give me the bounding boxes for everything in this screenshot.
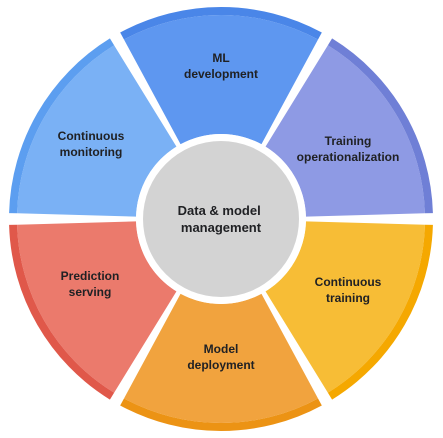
segment-label-ml-development: ML development bbox=[184, 51, 258, 81]
segment-continuous-training-body bbox=[265, 221, 425, 393]
segment-label-line2: development bbox=[184, 67, 258, 81]
segment-ml-development bbox=[120, 6, 322, 145]
segments-layer bbox=[9, 6, 433, 432]
segment-label-line1: Continuous bbox=[315, 275, 382, 289]
segment-label-line1: Training bbox=[325, 134, 372, 148]
segment-model-deployment-body bbox=[123, 293, 319, 424]
segment-prediction-serving-body bbox=[17, 221, 177, 393]
segment-prediction-serving bbox=[9, 221, 177, 400]
segment-label-line2: monitoring bbox=[60, 145, 123, 159]
segment-label-line2: deployment bbox=[187, 358, 254, 372]
segment-label-prediction-serving: Prediction serving bbox=[61, 269, 120, 299]
segment-label-line1: Prediction bbox=[61, 269, 120, 283]
segment-label-continuous-training: Continuous training bbox=[315, 275, 382, 305]
segment-label-line1: ML bbox=[212, 51, 229, 65]
segment-model-deployment-rim bbox=[120, 398, 322, 432]
segment-label-model-deployment: Model deployment bbox=[187, 342, 254, 372]
segment-label-continuous-monitoring: Continuous monitoring bbox=[58, 129, 125, 159]
segment-label-line2: serving bbox=[69, 285, 112, 299]
center-hub: Data & model management bbox=[136, 134, 306, 304]
segment-label-line2: operationalization bbox=[297, 150, 400, 164]
segment-label-line1: Model bbox=[204, 342, 239, 356]
segment-model-deployment bbox=[120, 293, 322, 432]
segment-ml-development-rim bbox=[120, 6, 322, 40]
center-label: Data & model management bbox=[178, 203, 265, 235]
segment-continuous-monitoring bbox=[9, 38, 177, 217]
segment-training-operationalization bbox=[265, 38, 433, 217]
segment-label-line2: training bbox=[326, 291, 370, 305]
segment-training-operationalization-body bbox=[265, 45, 425, 217]
center-label-line2: management bbox=[181, 220, 262, 235]
center-label-line1: Data & model bbox=[178, 203, 261, 218]
center-circle bbox=[143, 141, 299, 297]
segment-label-line1: Continuous bbox=[58, 129, 125, 143]
segment-ml-development-body bbox=[123, 14, 319, 145]
segment-label-training-operationalization: Training operationalization bbox=[297, 134, 400, 164]
segment-continuous-training bbox=[265, 221, 433, 400]
segment-continuous-monitoring-body bbox=[17, 45, 177, 217]
